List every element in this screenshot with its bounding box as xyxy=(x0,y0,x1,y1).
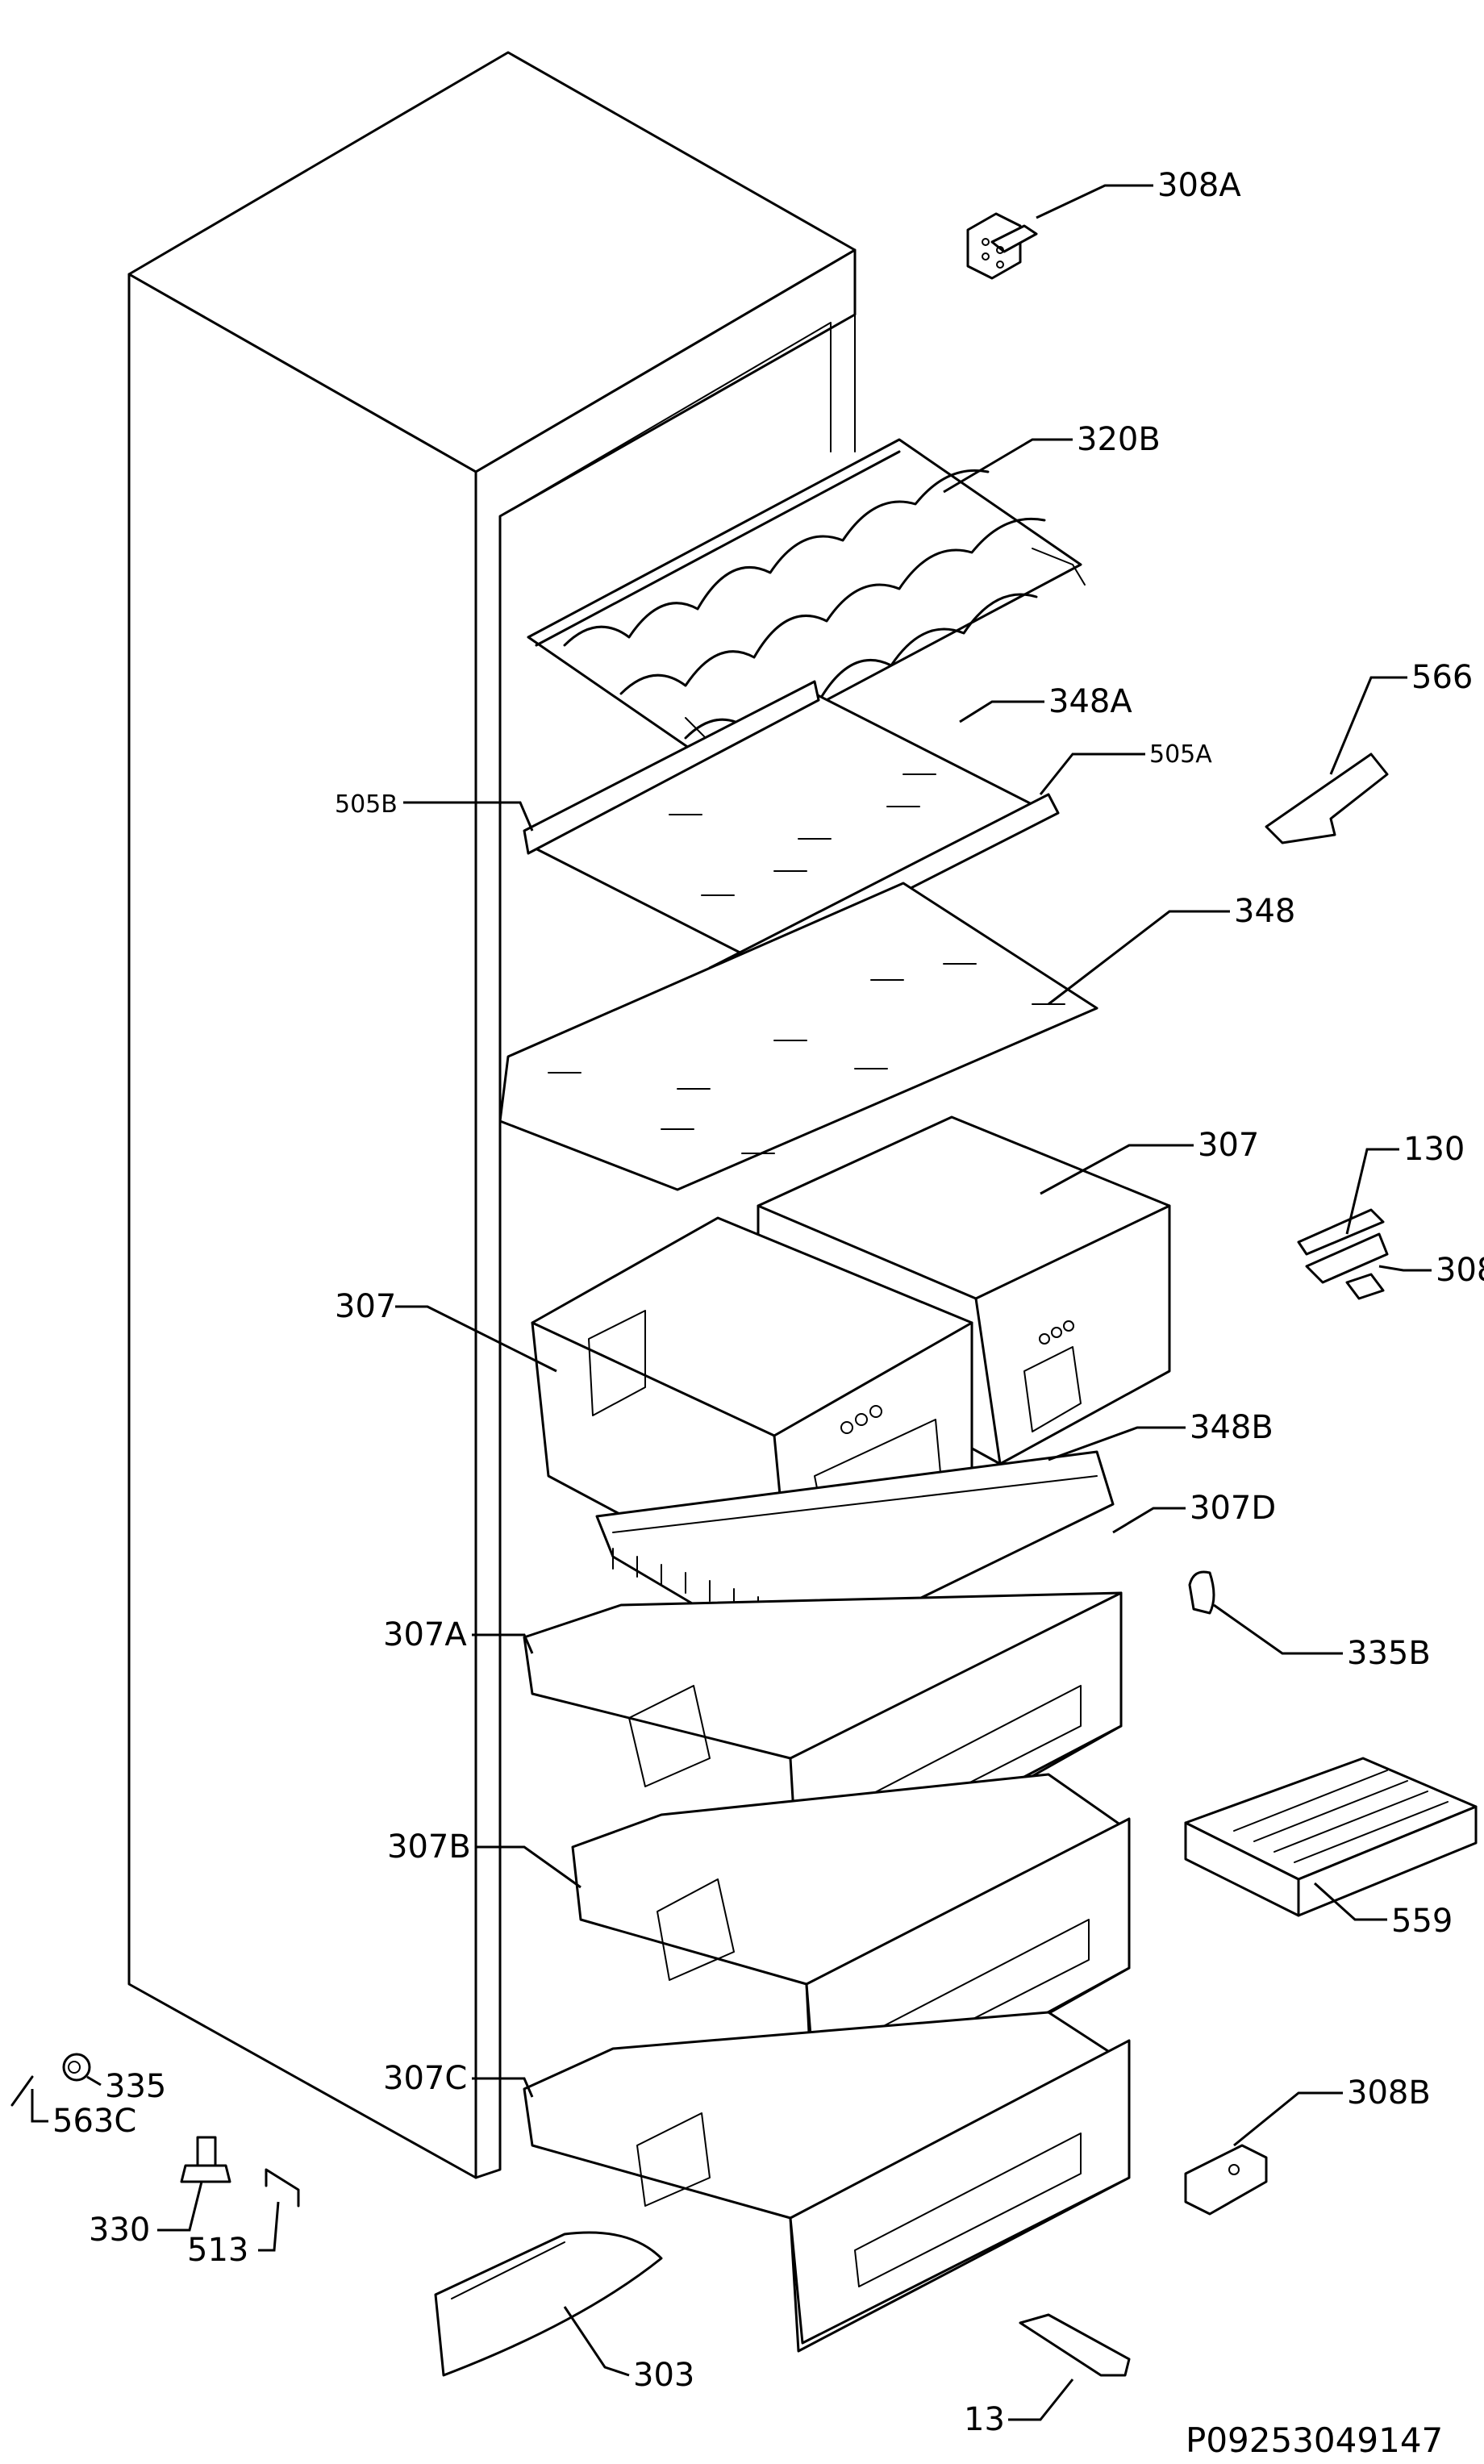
hinge-bracket-308a xyxy=(966,212,1038,280)
cap-335 xyxy=(62,2053,91,2082)
label-303: 303 xyxy=(633,2357,694,2394)
freezer-drawer-307c xyxy=(523,2011,1131,2353)
label-348a: 348A xyxy=(1048,683,1132,720)
foot-330 xyxy=(180,2136,231,2183)
ice-tray-559 xyxy=(1184,1757,1478,1917)
label-335: 335 xyxy=(105,2068,166,2105)
label-307d: 307D xyxy=(1190,1490,1276,1527)
label-563c: 563C xyxy=(52,2103,136,2140)
label-307a: 307A xyxy=(383,1616,467,1653)
label-566: 566 xyxy=(1411,659,1473,696)
leader-lines xyxy=(31,184,1432,2421)
part-labels: 308A 320B 348A 505A 505B 566 348 307 130… xyxy=(52,167,1484,2438)
label-505a: 505A xyxy=(1149,740,1212,769)
clip-513 xyxy=(265,2168,300,2208)
label-130: 130 xyxy=(1403,1131,1465,1168)
drawing-code: P09253049147 xyxy=(1186,2420,1443,2460)
label-307-left: 307 xyxy=(335,1288,396,1325)
label-307-right: 307 xyxy=(1198,1127,1259,1164)
glass-shelf-348 xyxy=(498,882,1098,1191)
label-513: 513 xyxy=(187,2232,248,2269)
label-308: 308 xyxy=(1436,1252,1484,1289)
label-348: 348 xyxy=(1234,893,1295,930)
label-307b: 307B xyxy=(387,1828,471,1866)
hinge-308b xyxy=(1184,2144,1268,2216)
label-307c: 307C xyxy=(383,2060,467,2097)
hinge-cover-335b xyxy=(1188,1570,1215,1615)
label-348b: 348B xyxy=(1190,1409,1273,1446)
label-308a: 308A xyxy=(1157,167,1241,204)
label-335b: 335B xyxy=(1347,1635,1431,1672)
bracket-13 xyxy=(1019,2313,1131,2377)
label-308b: 308B xyxy=(1347,2074,1431,2112)
hinge-130-308 xyxy=(1297,1208,1389,1300)
label-13: 13 xyxy=(964,2401,1005,2438)
label-505b: 505B xyxy=(335,790,398,819)
label-559: 559 xyxy=(1391,1903,1453,1940)
pin-563c xyxy=(10,2075,34,2107)
label-320b: 320B xyxy=(1077,421,1161,458)
cabinet xyxy=(127,51,857,2179)
handle-566 xyxy=(1265,753,1389,844)
label-330: 330 xyxy=(89,2212,150,2249)
plinth-303 xyxy=(434,2231,663,2377)
